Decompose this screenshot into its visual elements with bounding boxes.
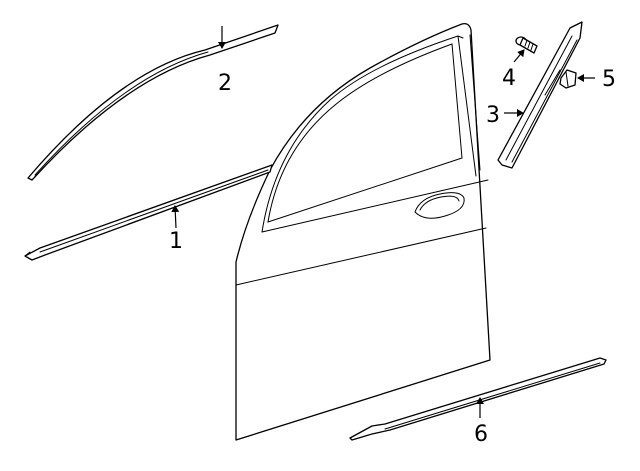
part-5-clip bbox=[559, 69, 577, 89]
part-4-screw bbox=[515, 36, 538, 54]
callout-1: 1 bbox=[169, 229, 183, 254]
callout-4: 4 bbox=[502, 66, 516, 91]
part-3-pillar-applique bbox=[497, 21, 583, 169]
front-door-shell bbox=[235, 22, 491, 441]
door-handle-recess bbox=[414, 192, 465, 219]
part-2-upper-frame-molding bbox=[27, 24, 279, 181]
callout-6: 6 bbox=[474, 422, 488, 447]
leader-1 bbox=[171, 205, 180, 229]
callout-labels: 1 2 3 4 5 6 bbox=[169, 66, 616, 447]
leader-lines bbox=[171, 26, 595, 418]
leader-4 bbox=[513, 49, 525, 63]
part-1-belt-molding bbox=[24, 164, 273, 261]
callout-2: 2 bbox=[218, 71, 232, 96]
callout-3: 3 bbox=[486, 103, 500, 128]
callout-5: 5 bbox=[602, 67, 616, 92]
